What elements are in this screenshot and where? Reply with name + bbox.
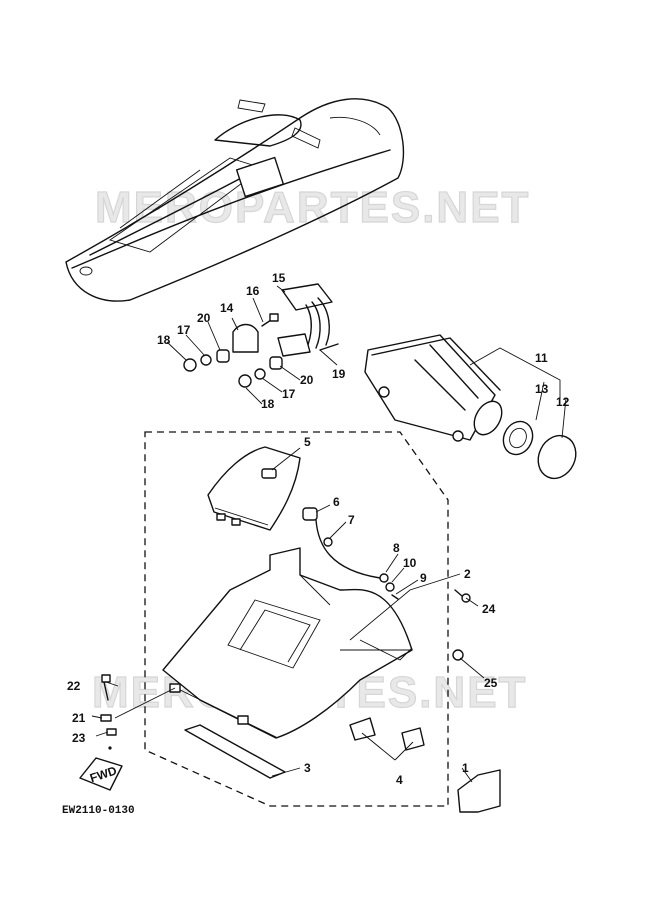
- leader-lines: [91, 285, 567, 783]
- label-5: 5: [304, 435, 311, 449]
- watermark-top: MEROPARTES.NET: [95, 183, 530, 232]
- label-2: 2: [464, 567, 471, 581]
- label-14: 14: [220, 301, 234, 315]
- label-13: 13: [535, 382, 549, 396]
- label-18b: 18: [261, 397, 275, 411]
- storage-cylinder: [364, 334, 577, 480]
- bracket-assembly: [183, 283, 339, 388]
- hood-assembly: [100, 547, 501, 813]
- label-19: 19: [332, 367, 346, 381]
- label-20b: 20: [300, 373, 314, 387]
- label-12: 12: [556, 395, 570, 409]
- assembly-boundary: [144, 431, 449, 807]
- label-9: 9: [420, 571, 427, 585]
- label-16: 16: [246, 284, 260, 298]
- top-cover: [207, 446, 399, 600]
- forward-direction-arrow: FWD: [79, 757, 123, 791]
- label-6: 6: [333, 495, 340, 509]
- label-25: 25: [484, 676, 498, 690]
- label-7: 7: [348, 513, 355, 527]
- label-21: 21: [72, 711, 86, 725]
- label-3: 3: [304, 761, 311, 775]
- label-8: 8: [393, 541, 400, 555]
- label-4: 4: [396, 773, 403, 787]
- label-20: 20: [197, 311, 211, 325]
- label-17: 17: [177, 323, 191, 337]
- watercraft-illustration: [65, 98, 405, 302]
- part-labels: 15 14 16 20 17 18 20 17 18 19 11 13 12 5…: [67, 271, 570, 787]
- diagram-code: EW2110-0130: [62, 805, 135, 817]
- label-22: 22: [67, 679, 81, 693]
- label-23: 23: [72, 731, 86, 745]
- label-17b: 17: [282, 387, 296, 401]
- label-24: 24: [482, 602, 496, 616]
- label-18: 18: [157, 333, 171, 347]
- label-15: 15: [272, 271, 286, 285]
- label-11: 11: [535, 351, 548, 365]
- label-10: 10: [403, 556, 417, 570]
- label-1: 1: [462, 761, 469, 775]
